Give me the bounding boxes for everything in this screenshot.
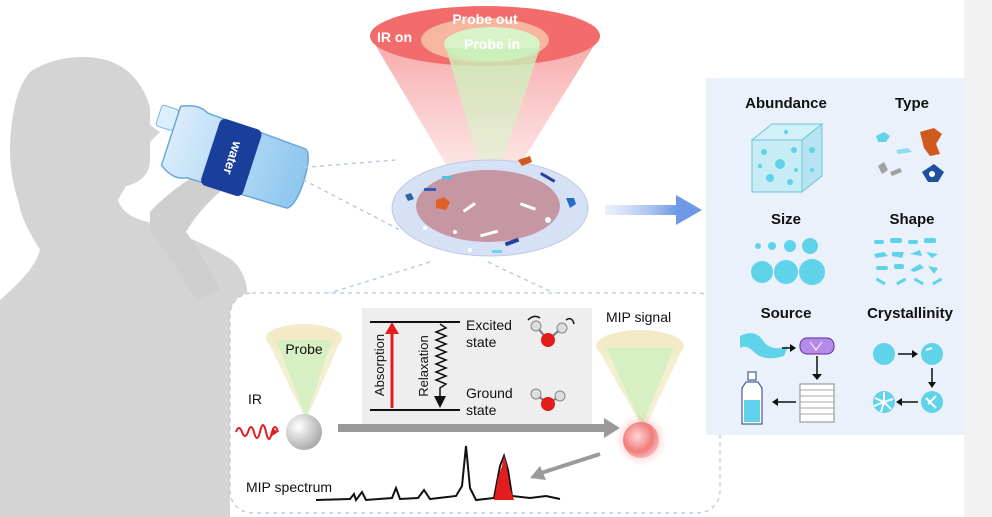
ir-probe-beam: Probe out Probe in IR on [370, 6, 600, 205]
abundance-cube-icon [750, 122, 824, 194]
guide-lines [295, 159, 561, 297]
microplastic-particles [405, 156, 576, 253]
probe-right: MIP signal [596, 309, 684, 466]
mip-spectrum-plot: MIP spectrum [246, 445, 601, 503]
absorption-label: Absorption [372, 334, 387, 396]
ir-wave [235, 424, 279, 440]
spectrum-trace [315, 445, 561, 503]
relaxation-label: Relaxation [416, 335, 431, 396]
crystallinity-cycle-icon [873, 343, 943, 413]
molecule-ground-icon [530, 388, 566, 411]
signal-to-spectrum-arrow [537, 452, 601, 476]
ir-on-label: IR on [377, 29, 412, 45]
ir-label: IR [248, 391, 262, 407]
spectrum-peak-highlight [494, 456, 514, 500]
size-title: Size [771, 211, 801, 228]
source-title: Source [761, 305, 812, 322]
process-arrow [338, 418, 620, 438]
source-cycle-icon [740, 333, 835, 425]
molecule-excited-icon [527, 315, 575, 347]
size-circles-icon [751, 238, 825, 285]
probe-label: Probe [285, 341, 323, 357]
type-title: Type [895, 95, 929, 112]
properties-panel: Abundance Type Size Shape [706, 0, 992, 517]
shape-fragments-icon [874, 238, 943, 286]
relaxation-wave [433, 323, 449, 396]
mip-spectrum-label: MIP spectrum [246, 479, 332, 495]
particle-sphere-heated [623, 422, 659, 458]
probe-left: Probe [266, 324, 342, 450]
type-particles-icon [876, 128, 944, 182]
probe-in-label: Probe in [464, 36, 520, 52]
arrow-to-panel [605, 195, 702, 225]
mip-signal-label: MIP signal [606, 309, 671, 325]
sample-disk [391, 156, 589, 257]
shape-title: Shape [889, 211, 934, 228]
water-bottle: water [155, 104, 309, 209]
probe-out-label: Probe out [452, 11, 518, 27]
abundance-title: Abundance [745, 95, 827, 112]
crystallinity-title: Crystallinity [867, 305, 954, 322]
particle-sphere-ground [286, 414, 322, 450]
bottle-label-band [201, 118, 262, 197]
